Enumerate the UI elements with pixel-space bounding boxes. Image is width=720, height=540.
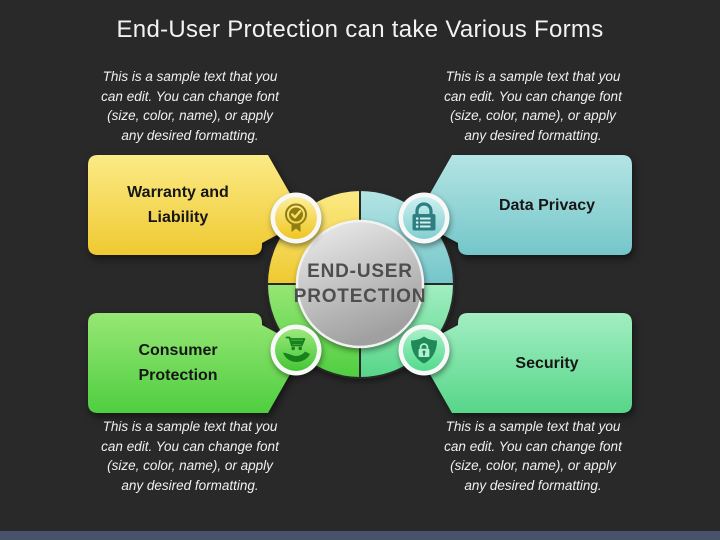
sample-text-line: can edit. You can change font: [101, 88, 279, 104]
padlock-list-icon: [398, 192, 450, 244]
center-circle: [295, 219, 425, 349]
shield-lock-icon: [398, 324, 450, 376]
security-banner-shape: [415, 313, 632, 413]
sample-text-line: (size, color, name), or apply: [107, 458, 273, 473]
sample-text-line: (size, color, name), or apply: [450, 108, 616, 123]
sample-text-line: This is a sample text that you: [445, 69, 621, 84]
sample-text-line: any desired formatting.: [464, 477, 602, 493]
sample-text-line: This is a sample text that you: [102, 69, 278, 84]
sample-text-top-right: This is a sample text that you can edit.…: [421, 67, 645, 145]
slide-title: End-User Protection can take Various For…: [116, 16, 604, 43]
sample-text-line: (size, color, name), or apply: [107, 108, 273, 123]
sample-text-line: (size, color, name), or apply: [450, 458, 616, 473]
sample-text-bottom-right: This is a sample text that you can edit.…: [421, 417, 645, 495]
privacy-banner-shape: [415, 155, 632, 255]
sample-text-line: can edit. You can change font: [444, 88, 622, 104]
warranty-banner-shape: [88, 155, 305, 255]
sample-text-bottom-left: This is a sample text that you can edit.…: [78, 417, 302, 495]
sample-text-line: can edit. You can change font: [101, 438, 279, 454]
consumer-banner-shape: [88, 313, 305, 413]
sample-text-line: This is a sample text that you: [445, 419, 621, 434]
sample-text-line: any desired formatting.: [121, 477, 259, 493]
hand-cart-icon: [270, 324, 322, 376]
sample-text-line: any desired formatting.: [121, 127, 259, 143]
sample-text-line: can edit. You can change font: [444, 438, 622, 454]
icon-background: [275, 329, 317, 371]
sample-text-line: any desired formatting.: [464, 127, 602, 143]
award-ribbon-icon: [270, 192, 322, 244]
sample-text-top-left: This is a sample text that you can edit.…: [78, 67, 302, 145]
bottom-accent-bar: [0, 531, 720, 540]
sample-text-line: This is a sample text that you: [102, 419, 278, 434]
